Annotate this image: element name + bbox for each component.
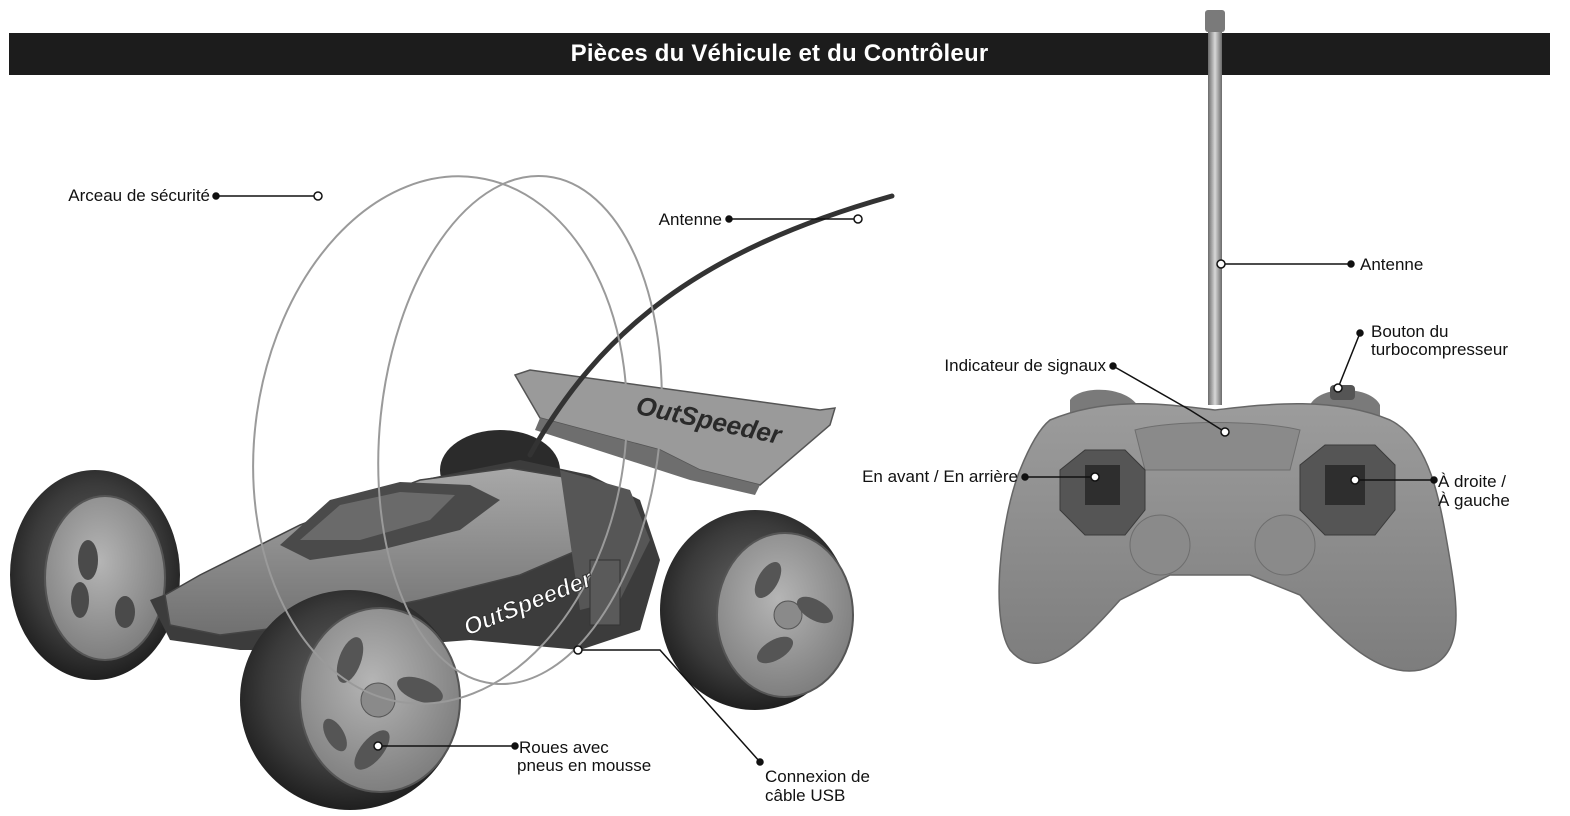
label-forward-backward: En avant / En arrière: [862, 467, 1018, 486]
label-right-line2: À gauche: [1438, 491, 1510, 510]
rear-right-wheel: [660, 510, 854, 710]
car-antenna-anchor: [853, 214, 863, 224]
label-right-line1: À droite /: [1438, 472, 1507, 491]
signal-leader: [1112, 365, 1226, 433]
label-signal-indicator: Indicateur de signaux: [944, 356, 1106, 375]
signal-dot: [1109, 362, 1117, 370]
forward-backward-dot: [1021, 473, 1029, 481]
left-joystick: [1059, 449, 1146, 536]
left-front-wheel: [10, 470, 180, 680]
right-left-anchor: [1350, 475, 1360, 485]
label-controller-antenna: Antenne: [1360, 255, 1424, 274]
label-usb-line2: câble USB: [765, 786, 846, 805]
forward-backward-anchor: [1090, 472, 1100, 482]
right-joystick: [1299, 444, 1396, 536]
turbo-dot: [1356, 329, 1364, 337]
turbo-anchor: [1333, 383, 1343, 393]
roll-cage-anchor: [313, 191, 323, 201]
label-wheels-line2: pneus en mousse: [517, 756, 652, 775]
rc-car: [10, 174, 895, 810]
turbo-leader: [1337, 332, 1361, 389]
wheels-anchor: [373, 741, 383, 751]
signal-anchor: [1220, 427, 1230, 437]
usb-dot: [756, 758, 764, 766]
label-turbo-line2: turbocompresseur: [1371, 340, 1509, 359]
title-banner: Pièces du Véhicule et du Contrôleur: [9, 33, 1550, 75]
car-antenna-dot: [725, 215, 733, 223]
label-turbo-line1: Bouton du: [1371, 322, 1449, 341]
label-usb-line1: Connexion de: [765, 767, 870, 786]
wheels-dot: [511, 742, 519, 750]
controller-antenna: [1208, 30, 1222, 405]
roll-cage-dot: [212, 192, 220, 200]
usb-leader: [578, 649, 761, 763]
roll-cage: [252, 174, 663, 705]
usb-anchor: [573, 645, 583, 655]
label-car-antenna: Antenne: [658, 210, 722, 229]
front-right-wheel: [240, 590, 461, 810]
rc-controller: [998, 10, 1457, 672]
label-roll-cage: Arceau de sécurité: [68, 186, 210, 205]
controller-antenna-dot: [1347, 260, 1355, 268]
controller-antenna-anchor: [1216, 259, 1226, 269]
page-title: Pièces du Véhicule et du Contrôleur: [570, 40, 989, 67]
right-left-dot: [1430, 476, 1438, 484]
label-wheels-line1: Roues avec: [519, 738, 609, 757]
rear-wing: [513, 369, 837, 495]
